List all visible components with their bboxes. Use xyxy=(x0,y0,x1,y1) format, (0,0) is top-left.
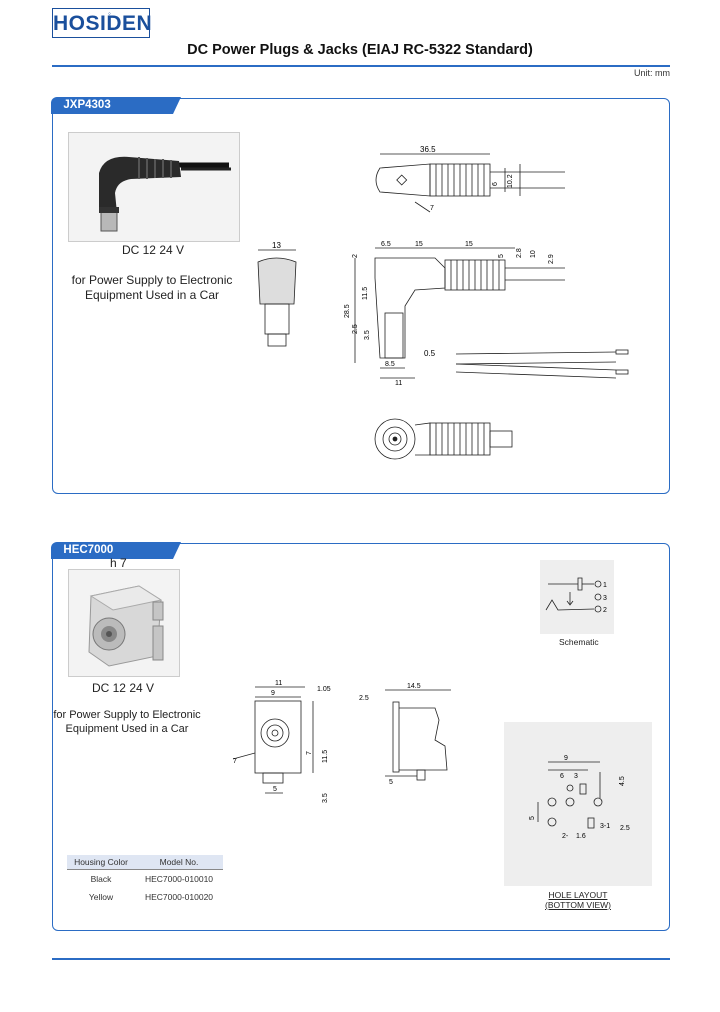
hole-dim-9: 9 xyxy=(564,755,568,762)
hec-side-view-drawing: 2.5 14.5 5 xyxy=(359,683,451,786)
schematic-pin-1: 1 xyxy=(603,582,607,589)
hole-dim-4-5: 4.5 xyxy=(619,776,626,786)
table-cell-color: Black xyxy=(90,874,112,884)
header-rule xyxy=(52,65,670,67)
jxp-dim-10: 10 xyxy=(530,250,537,258)
hec-front-view-drawing: 11 9 1.05 7 7 11.5 5 3.5 xyxy=(232,680,331,803)
jxp-dim-5: 5 xyxy=(498,254,505,258)
jxp-dim-2-5: 2.5 xyxy=(352,324,359,334)
jxp-dim-2-9: 2.9 xyxy=(548,254,555,264)
jxp-desc-line1: for Power Supply to Electronic xyxy=(71,273,233,287)
hole-layout-title: HOLE LAYOUT xyxy=(548,890,608,900)
jxp-dim-36-5: 36.5 xyxy=(420,145,436,154)
tab-jxp4303: JXP4303 xyxy=(51,97,182,115)
hole-layout-drawing: 9 6 3 4.5 5 3-1 2- 1.6 2.5 xyxy=(529,755,630,840)
schematic-label: Schematic xyxy=(559,637,599,647)
hole-dim-5: 5 xyxy=(529,816,536,820)
jxp-dim-28-5: 28.5 xyxy=(344,304,351,318)
jxp-end-view-drawing xyxy=(374,418,513,460)
hec-desc-line2: Equipment Used in a Car xyxy=(65,723,189,735)
jxp-dim-2-8: 2.8 xyxy=(516,248,523,258)
hec-dim-5b: 5 xyxy=(389,779,393,786)
hosiden-logo: HOSIDEN◦ xyxy=(52,8,152,38)
hec-photo-label: h 7 xyxy=(110,556,127,570)
model-table: Housing Color Model No. Black HEC7000-01… xyxy=(67,855,223,906)
hec7000-photo xyxy=(68,569,180,677)
section-hec7000: HEC7000 xyxy=(51,542,670,931)
jxp-dim-0-5: 0.5 xyxy=(424,349,436,358)
jxp-dim-3-5: 3.5 xyxy=(364,330,371,340)
hole-dim-3: 3 xyxy=(574,773,578,780)
jxp4303-plug-image xyxy=(99,156,231,232)
jxp-dim-10-2: 10.2 xyxy=(507,174,514,188)
hec-dim-14-5: 14.5 xyxy=(407,683,421,690)
schematic-pin-3: 3 xyxy=(603,595,607,602)
table-cell-color: Yellow xyxy=(88,892,114,902)
hole-dim-2-5: 2.5 xyxy=(620,825,630,832)
jxp-top-view-drawing: 36.5 6 10.2 7 xyxy=(375,145,565,213)
hec-rating: DC 12 24 V xyxy=(91,681,155,695)
jxp-dim-15b: 15 xyxy=(465,241,473,248)
hec-dim-7a: 7 xyxy=(233,758,237,765)
schematic-box: 1 3 2 xyxy=(540,560,614,634)
hole-layout-box: 9 6 3 4.5 5 3-1 2- 1.6 2.5 xyxy=(504,722,652,886)
logo-dot-icon: ◦ xyxy=(108,9,112,18)
tab-hec7000: HEC7000 xyxy=(51,542,182,560)
jxp-front-view-drawing: 13 xyxy=(257,241,297,347)
jxp-dim-6-5: 6.5 xyxy=(381,241,391,248)
table-cell-model: HEC7000-010010 xyxy=(144,874,214,884)
table-header-color: Housing Color xyxy=(67,855,135,870)
table-row: Yellow HEC7000-010020 xyxy=(67,888,223,906)
hec-dim-2-5: 2.5 xyxy=(359,695,369,702)
hec-dim-3-5: 3.5 xyxy=(322,793,329,803)
hole-dim-3-1: 3-1 xyxy=(600,823,610,830)
jxp-dim-13: 13 xyxy=(272,241,281,250)
hec-dim-5a: 5 xyxy=(273,786,277,793)
jxp-dim-8-5: 8.5 xyxy=(385,361,395,368)
table-row: Black HEC7000-010010 xyxy=(67,870,223,889)
jxp-dim-6: 6 xyxy=(492,182,499,186)
hole-dim-6: 6 xyxy=(560,773,564,780)
hec-dim-11: 11 xyxy=(275,680,282,687)
jxp-dim-2: 2 xyxy=(352,254,359,258)
hole-dim-2: 2- xyxy=(562,833,569,840)
jxp-rating: DC 12 24 V xyxy=(121,243,185,257)
table-cell-model: HEC7000-010020 xyxy=(144,892,214,902)
jxp-desc-line2: Equipment Used in a Car xyxy=(84,288,220,302)
jxp-dim-11: 11 xyxy=(395,380,402,387)
jxp-side-view-drawing: 6.5 15 15 2 5 2.8 10 2.9 11.5 28.5 2.5 3… xyxy=(344,241,565,387)
jxp-dim-7: 7 xyxy=(430,205,434,212)
hole-dim-1-6: 1.6 xyxy=(576,833,586,840)
hec-dim-7b: 7 xyxy=(306,751,313,755)
hec-dim-11-5: 11.5 xyxy=(322,750,329,763)
schematic-drawing: 1 3 2 xyxy=(545,577,607,614)
hec-desc-line1: for Power Supply to Electronic xyxy=(53,709,201,721)
footer-rule xyxy=(52,958,670,960)
jxp-dim-11-5: 11.5 xyxy=(362,287,369,300)
hole-layout-subtitle: (BOTTOM VIEW) xyxy=(545,900,611,910)
jxp-cable-drawing: 0.5 xyxy=(424,349,629,379)
hec7000-jack-image xyxy=(88,585,164,667)
unit-note: Unit: mm xyxy=(634,68,670,78)
hec-dim-9: 9 xyxy=(271,690,275,697)
section-jxp4303: JXP4303 xyxy=(51,97,670,494)
jxp-dim-15a: 15 xyxy=(415,241,423,248)
jxp4303-photo xyxy=(68,132,240,242)
schematic-pin-2: 2 xyxy=(603,607,607,614)
page-title: DC Power Plugs & Jacks (EIAJ RC-5322 Sta… xyxy=(187,42,533,58)
table-header-model: Model No. xyxy=(135,855,223,870)
hec-dim-1-05: 1.05 xyxy=(317,686,331,693)
